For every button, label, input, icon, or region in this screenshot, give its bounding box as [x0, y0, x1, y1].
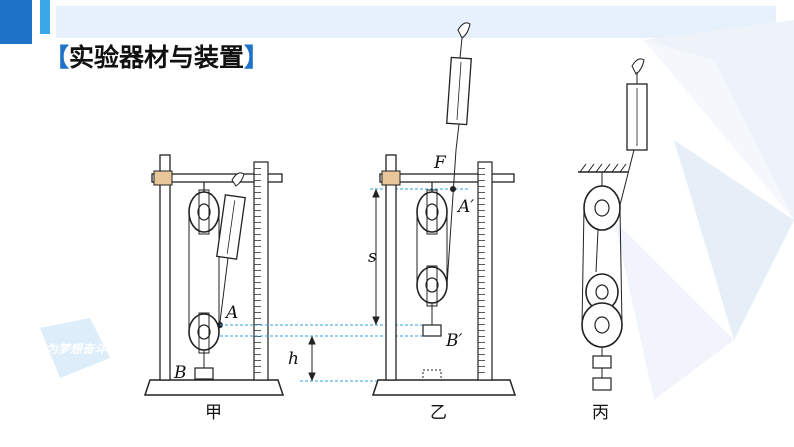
- bracket-left: 【: [44, 43, 70, 72]
- setup-jia: A B 甲: [143, 154, 285, 423]
- label-h: h: [288, 349, 299, 369]
- label-F: F: [433, 153, 447, 173]
- label-s: s: [368, 247, 377, 267]
- label-A: A: [224, 303, 238, 323]
- setup-yi: F A′ B′ 乙: [371, 22, 517, 423]
- label-A-prime: A′: [456, 197, 474, 217]
- setup-bing: 丙: [578, 58, 648, 423]
- caption-yi: 乙: [430, 403, 447, 423]
- label-B-prime: B′: [445, 331, 462, 351]
- dimension-s: [372, 188, 380, 326]
- watermark-text: 为梦想奋斗: [46, 342, 107, 356]
- caption-jia: 甲: [205, 403, 222, 423]
- label-B: B: [173, 363, 187, 383]
- header-bar-accent: [40, 0, 50, 34]
- heading-text: 实验器材与装置: [69, 43, 245, 72]
- bracket-right: 】: [244, 43, 270, 72]
- section-heading: 【实验器材与装置】: [44, 38, 269, 74]
- header-bar-left: [0, 0, 32, 44]
- background-decoration: [614, 20, 794, 400]
- watermark-logo: [40, 318, 110, 378]
- header-strip: [56, 6, 776, 38]
- caption-bing: 丙: [592, 403, 609, 423]
- dimension-h: [308, 335, 316, 382]
